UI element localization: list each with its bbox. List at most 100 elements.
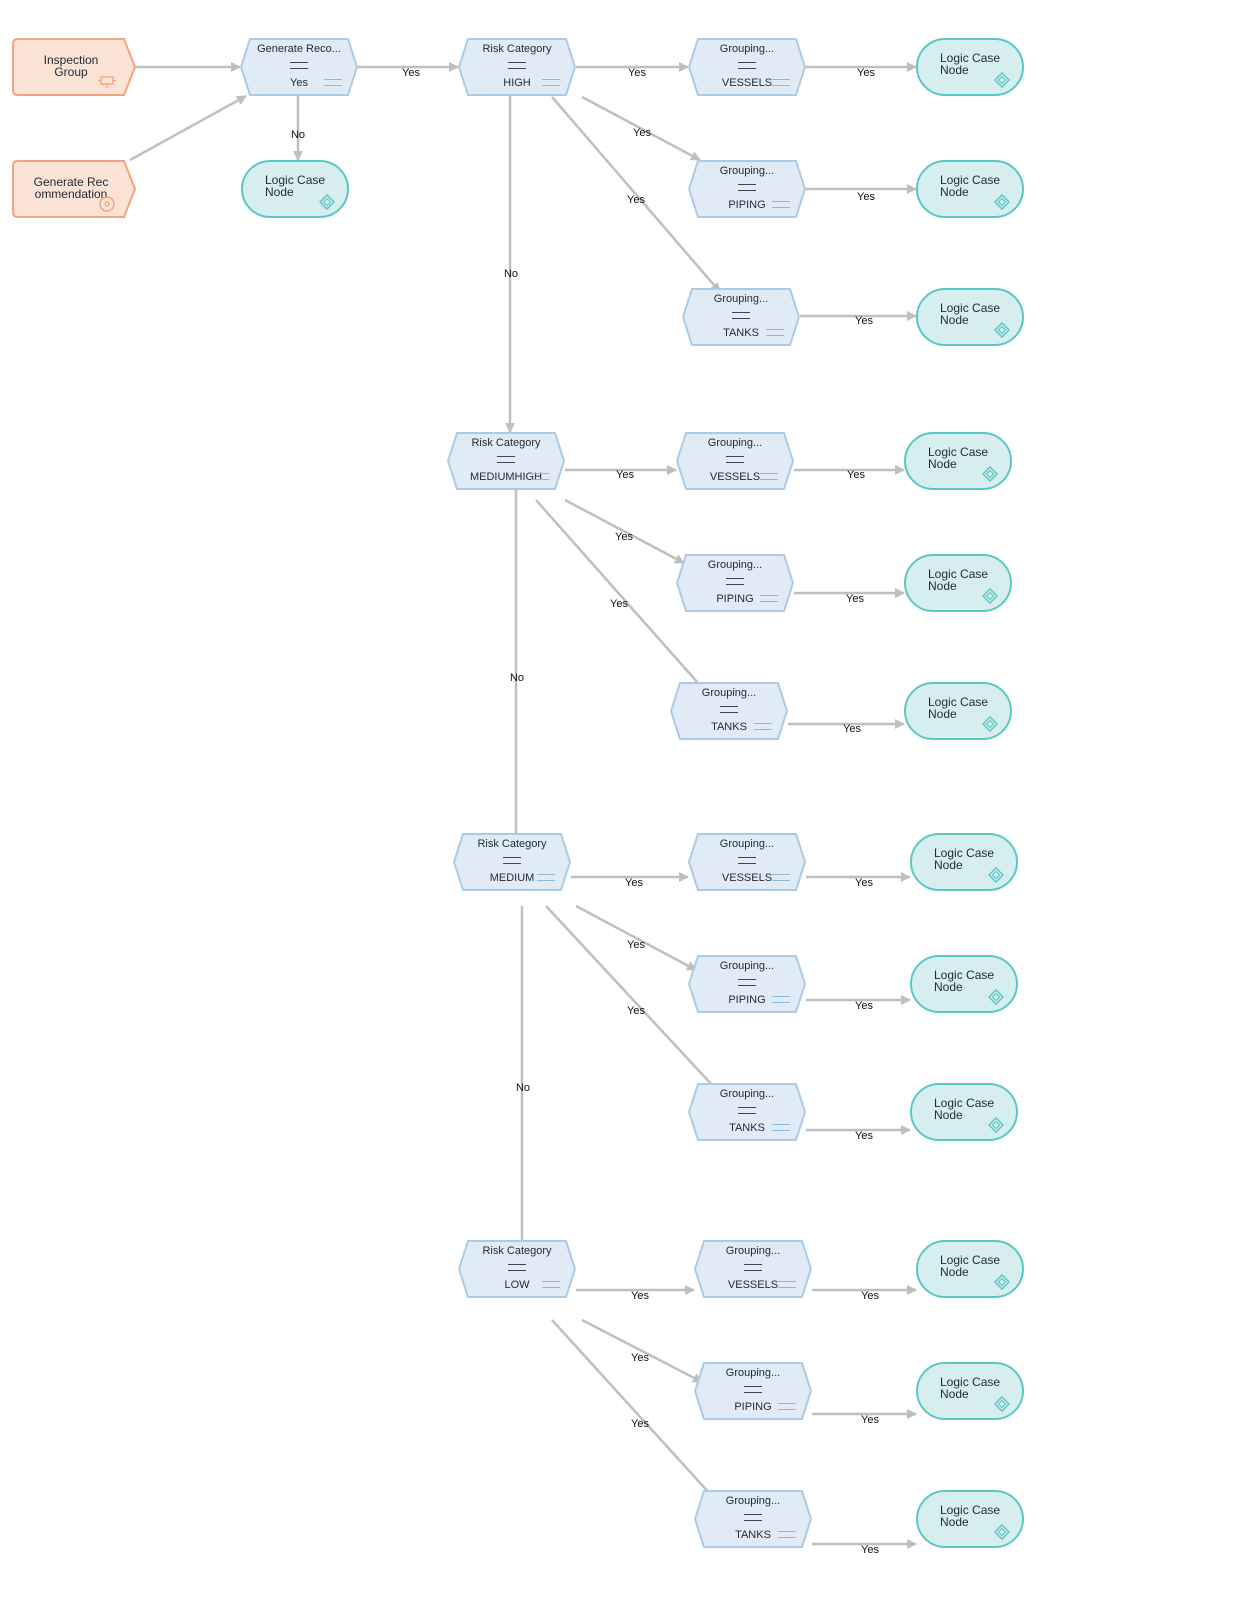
label-line: Logic Case <box>928 567 989 581</box>
condition-lines-icon <box>542 79 560 86</box>
edge-risk-high-to-high-piping[interactable] <box>581 95 701 162</box>
decision-node-med-tanks[interactable]: Grouping... TANKS <box>687 1083 807 1141</box>
decision-node-high-piping[interactable]: Grouping...PIPING <box>687 160 807 218</box>
edge-risk-low-to-low-tanks[interactable] <box>551 1319 733 1519</box>
logic-case-icon <box>994 1396 1010 1412</box>
logic-case-icon <box>994 194 1010 210</box>
edge-risk-mediumhigh-to-mh-piping[interactable] <box>564 498 685 565</box>
condition-lines-icon <box>537 874 555 881</box>
label-line: Node <box>940 63 969 77</box>
decision-node-med-vessels[interactable]: Grouping...VESSELS <box>687 833 807 891</box>
edge-risk-mediumhigh-to-mh-tanks[interactable] <box>535 499 707 693</box>
hexagon-shape <box>693 1362 813 1420</box>
start-shape <box>12 160 137 218</box>
decision-node-high-tanks[interactable]: Grouping...TANKS <box>681 288 801 346</box>
equals-icon <box>726 578 744 585</box>
edge-risk-low-to-low-piping[interactable] <box>581 1318 703 1384</box>
decision-title: Grouping... <box>725 1495 781 1507</box>
edge-generate-recommendation-to-generate-reco-decision[interactable] <box>129 94 247 162</box>
start-shape <box>12 38 137 96</box>
edge-label: No <box>290 129 306 141</box>
condition-lines-icon <box>772 874 790 881</box>
edge-label: Yes <box>861 1414 879 1426</box>
hexagon-shape <box>457 1240 577 1298</box>
decision-value: PIPING <box>728 994 766 1006</box>
condition-lines-icon <box>531 473 549 480</box>
label-line: Inspection <box>43 53 99 67</box>
logic-case-icon <box>982 716 998 732</box>
condition-lines-icon <box>754 723 772 730</box>
condition-lines-icon <box>772 1124 790 1131</box>
edge-risk-high-to-high-tanks[interactable] <box>551 96 721 293</box>
decision-node-mh-tanks[interactable]: Grouping...TANKS <box>669 682 789 740</box>
decision-title: Grouping... <box>719 165 775 177</box>
decision-title: Grouping... <box>701 687 757 699</box>
edge-label: Yes <box>627 939 645 951</box>
decision-node-low-tanks[interactable]: Grouping... TANKS <box>693 1490 813 1548</box>
decision-node-med-piping[interactable]: Grouping...PIPING <box>687 955 807 1013</box>
decision-node-mh-vessels[interactable]: Grouping...VESSELS <box>675 432 795 490</box>
label-line: Node <box>934 1108 963 1122</box>
label-line: Node <box>928 457 957 471</box>
decision-value: PIPING <box>716 593 754 605</box>
decision-node-low-piping[interactable]: Grouping...PIPING <box>693 1362 813 1420</box>
label-line: Node <box>934 980 963 994</box>
decision-node-low-vessels[interactable]: Grouping...VESSELS <box>693 1240 813 1298</box>
decision-value: TANKS <box>735 1529 771 1541</box>
decision-node-generate-reco-decision[interactable]: Generate Reco...Yes <box>239 38 359 96</box>
condition-lines-icon <box>778 1281 796 1288</box>
label-line: Node <box>940 185 969 199</box>
hexagon-shape <box>687 955 807 1013</box>
hexagon-shape <box>687 1083 807 1141</box>
decision-title: Grouping... <box>719 43 775 55</box>
label-line: ommendation <box>34 187 108 201</box>
edge-risk-medium-to-med-tanks[interactable] <box>545 905 727 1101</box>
label-line: Logic Case <box>940 173 1001 187</box>
decision-node-mh-piping[interactable]: Grouping...PIPING <box>675 554 795 612</box>
decision-title: Grouping... <box>719 1088 775 1100</box>
equals-icon <box>738 1107 756 1114</box>
decision-node-high-vessels[interactable]: Grouping...VESSELS <box>687 38 807 96</box>
condition-lines-icon <box>772 996 790 1003</box>
logic-case-icon <box>319 194 335 210</box>
edge-risk-medium-to-med-piping[interactable] <box>575 904 697 972</box>
condition-lines-icon <box>778 1403 796 1410</box>
edge-label: Yes <box>631 1290 649 1302</box>
equals-icon <box>290 62 308 69</box>
label-line: Node <box>940 1265 969 1279</box>
edge-label: Yes <box>846 593 864 605</box>
decision-value: TANKS <box>729 1122 765 1134</box>
decision-value: Yes <box>290 77 308 89</box>
hexagon-shape <box>239 38 359 96</box>
hexagon-shape <box>687 833 807 891</box>
